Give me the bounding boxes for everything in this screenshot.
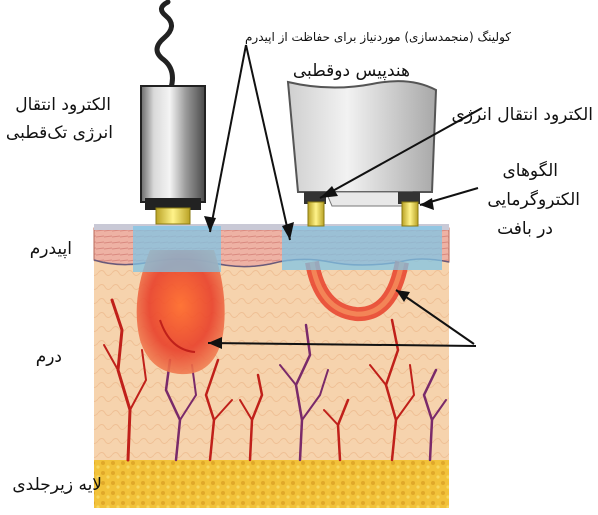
label-monopolar-electrode-line2: انرژی تک‌قطبی [5, 123, 113, 143]
arrowhead-collagen-right [282, 222, 294, 240]
label-dermis: درم [35, 347, 62, 367]
arrowhead-bipolar-pattern [396, 290, 410, 302]
label-electro-pattern-line2: الکتروگرمایی [487, 190, 580, 210]
label-electro-pattern-line3: در بافت [497, 219, 553, 239]
electrode-cable [154, 0, 175, 91]
subcutaneous-layer [94, 460, 449, 508]
label-bipolar-handpiece: هندپیس دوقطبی [292, 61, 410, 81]
blood-vessels [103, 298, 447, 462]
bipolar-handpiece [286, 80, 438, 227]
monopolar-electrode [140, 0, 206, 225]
arrowhead-energy-electrode [320, 186, 338, 198]
arrowhead-monopolar-pattern [208, 337, 222, 349]
label-epidermis: اپیدرم [29, 239, 72, 259]
bipolar-heat-arc [305, 260, 409, 322]
arrowheads [204, 186, 434, 349]
cooling-zone-monopolar [133, 226, 221, 272]
skin-surface [94, 224, 449, 230]
label-collagen-note: کولینگ (منجمدسازی) موردنیاز برای حفاظت ا… [244, 30, 511, 44]
label-energy-electrode: الکترود انتقال انرژی [451, 105, 593, 125]
arrowhead-right-electrode [420, 198, 434, 210]
arrowhead-collagen-left [204, 216, 216, 232]
label-subcutaneous: لایه زیرجلدی [12, 475, 102, 495]
cooling-zone-bipolar [282, 226, 442, 270]
label-electro-pattern-line1: الگوهای [502, 161, 558, 181]
label-monopolar-electrode-line1: الکترود انتقال [15, 95, 111, 115]
monopolar-heat-zone [136, 250, 225, 375]
